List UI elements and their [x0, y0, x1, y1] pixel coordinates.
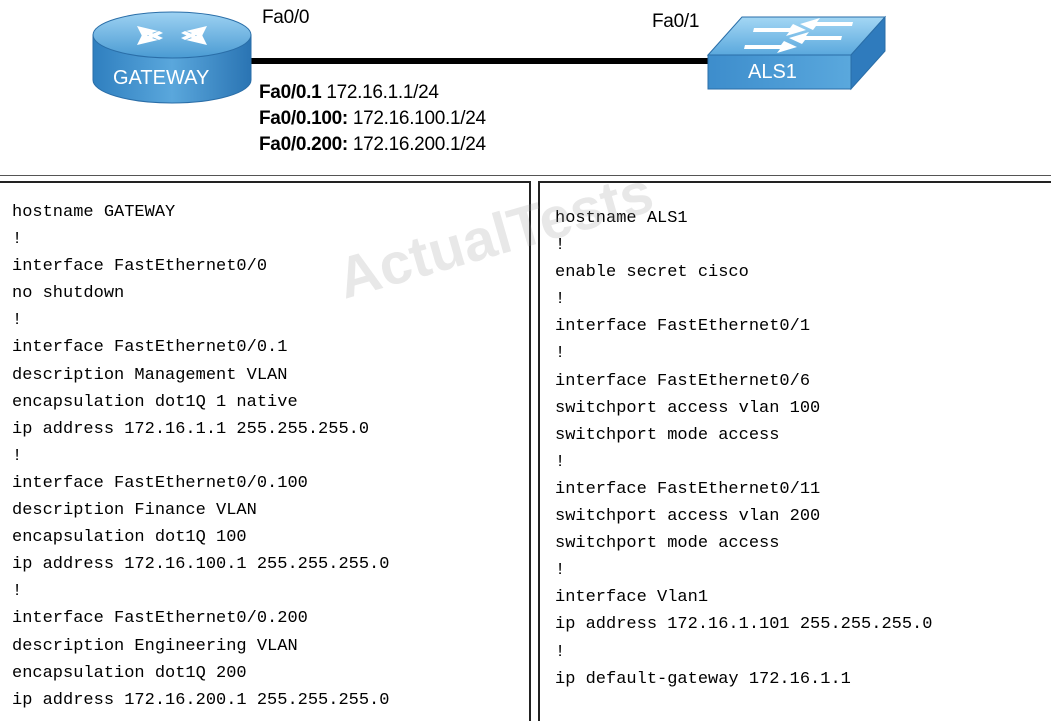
config-line: !	[555, 642, 566, 662]
config-line: switchport access vlan 200	[555, 507, 821, 527]
config-line: !	[12, 230, 23, 250]
config-line: interface FastEthernet0/0.1	[12, 338, 288, 358]
gateway-config-text: hostname GATEWAY! interface FastEthernet0…	[12, 199, 389, 714]
subinterface-label: Fa0/0.200: 172.16.200.1/24	[259, 134, 486, 156]
config-line: !	[555, 344, 566, 364]
subinterface-address: 172.16.100.1/24	[347, 108, 486, 129]
config-line: switchport access vlan 100	[555, 398, 821, 418]
subinterface-label: Fa0/0.1 172.16.1.1/24	[259, 82, 439, 104]
config-line: description Engineering VLAN	[12, 636, 298, 656]
config-line: encapsulation dot1Q 1 native	[12, 392, 298, 412]
config-line: switchport mode access	[555, 534, 780, 554]
switch-port-label: Fa0/1	[652, 11, 700, 32]
subinterface-name: Fa0/0.200:	[259, 134, 348, 155]
config-line: encapsulation dot1Q 200	[12, 663, 247, 683]
config-line: switchport mode access	[555, 425, 780, 445]
subinterface-address: 172.16.200.1/24	[347, 134, 486, 155]
config-line: ip address 172.16.1.1 255.255.255.0	[12, 419, 370, 439]
config-line: enable secret cisco	[555, 263, 749, 283]
config-line: !	[12, 582, 23, 602]
config-line: hostname ALS1	[555, 209, 688, 228]
config-line: interface FastEthernet0/1	[555, 317, 811, 337]
config-line: ip address 172.16.1.101 255.255.255.0	[555, 615, 933, 635]
switch-name-label: ALS1	[748, 61, 797, 83]
config-line: !	[555, 561, 566, 581]
config-line: !	[12, 311, 23, 331]
config-line: hostname GATEWAY	[12, 203, 176, 222]
config-line: interface FastEthernet0/11	[555, 479, 821, 499]
switch-icon	[706, 15, 887, 91]
config-line: no shutdown	[12, 284, 125, 304]
subinterface-label: Fa0/0.100: 172.16.100.1/24	[259, 108, 486, 130]
config-line: interface FastEthernet0/0.100	[12, 473, 308, 493]
subinterface-name: Fa0/0.1	[259, 82, 322, 103]
config-line: !	[12, 446, 23, 466]
config-line: ip address 172.16.100.1 255.255.255.0	[12, 555, 390, 575]
config-line: interface Vlan1	[555, 588, 709, 608]
config-line: !	[555, 290, 566, 310]
section-divider	[0, 175, 1051, 176]
config-line: encapsulation dot1Q 100	[12, 528, 247, 548]
config-line: !	[555, 452, 566, 472]
config-line: interface FastEthernet0/0.200	[12, 609, 308, 629]
network-topology-diagram: GATEWAY ALS1 Fa0/0 Fa0/1 Fa0/0.1 172.16.…	[0, 0, 1051, 175]
router-icon	[92, 11, 252, 104]
config-line: interface FastEthernet0/6	[555, 371, 811, 391]
config-line: interface FastEthernet0/0	[12, 257, 268, 277]
subinterface-name: Fa0/0.100:	[259, 108, 348, 129]
gateway-config-panel: hostname GATEWAY! interface FastEthernet0…	[0, 181, 531, 721]
router-port-label: Fa0/0	[262, 7, 310, 28]
als1-config-text: hostname ALS1! enable secret cisco! interf…	[555, 205, 932, 693]
topology-drawing	[92, 11, 887, 104]
router-name-label: GATEWAY	[113, 67, 210, 89]
config-line: description Management VLAN	[12, 365, 288, 385]
subinterface-address: 172.16.1.1/24	[321, 82, 439, 103]
als1-config-panel: hostname ALS1! enable secret cisco! interf…	[538, 181, 1051, 721]
config-line: ip address 172.16.200.1 255.255.255.0	[12, 690, 390, 710]
config-line: ip default-gateway 172.16.1.1	[555, 669, 851, 689]
config-line: description Finance VLAN	[12, 501, 257, 521]
config-line: !	[555, 236, 566, 256]
